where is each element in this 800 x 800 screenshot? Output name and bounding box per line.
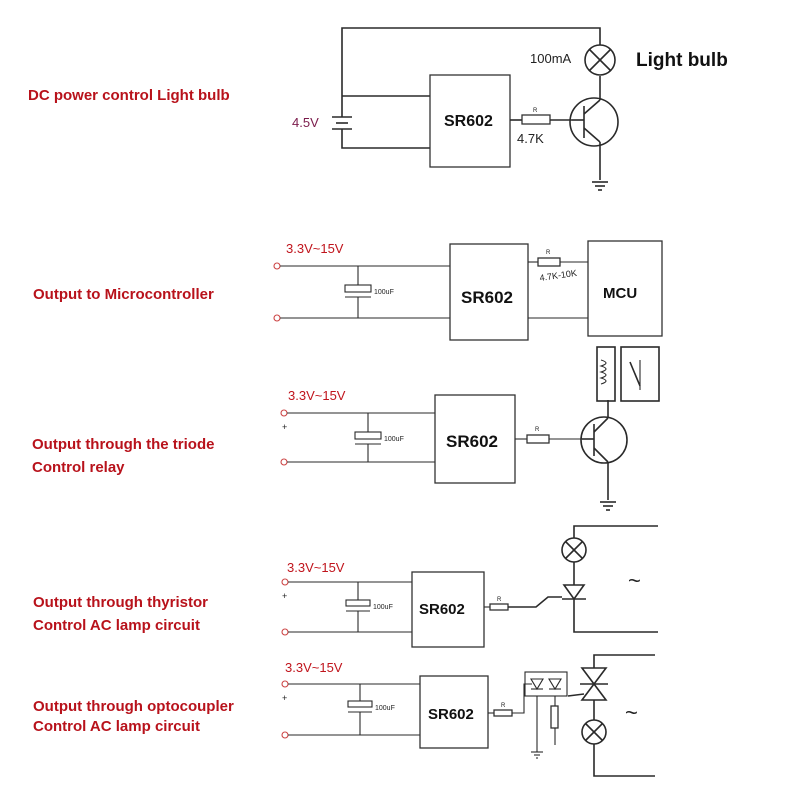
- sr602-label-3: SR602: [446, 432, 498, 451]
- sr602-chip-4: [411, 571, 485, 648]
- light-bulb-label: Light bulb: [636, 50, 728, 71]
- circuit-1: DC power control Light bulb 4.5V SR602 R…: [28, 27, 728, 191]
- ground-icon: [531, 751, 543, 759]
- caption-5b: Control AC lamp circuit: [33, 718, 200, 735]
- caption-2: Output to Microcontroller: [33, 286, 214, 303]
- sr602-label-2: SR602: [461, 288, 513, 307]
- relay-icon: [596, 346, 660, 402]
- sr602-chip-5: [419, 675, 489, 749]
- ground-icon: [592, 181, 608, 191]
- voltage-label-2: 3.3V~15V: [286, 241, 344, 256]
- wire-top-loop: [341, 27, 601, 117]
- resistor-tag-5: R: [501, 703, 506, 709]
- voltage-label-1: 4.5V: [292, 115, 319, 130]
- terminal-icon: [281, 578, 289, 586]
- voltage-label-4: 3.3V~15V: [287, 560, 345, 575]
- transistor-icon: [580, 416, 628, 464]
- caption-5a: Output through optocoupler: [33, 698, 234, 715]
- ac-symbol-5: ~: [625, 700, 638, 725]
- capacitor-icon: [345, 582, 371, 632]
- resistor-icon: [493, 709, 513, 717]
- current-label: 100mA: [530, 51, 572, 66]
- caption-4a: Output through thyristor: [33, 594, 208, 611]
- terminal-icon: [280, 409, 288, 417]
- resistor-icon: [526, 434, 550, 444]
- capacitor-icon: [344, 266, 372, 318]
- battery-icon: [332, 116, 352, 130]
- lamp-icon: [581, 719, 607, 745]
- light-bulb-icon: [584, 44, 616, 76]
- resistor-icon: [489, 603, 509, 611]
- resistor-tag-1: R: [533, 108, 538, 114]
- capacitor-label-2: 100uF: [374, 289, 394, 296]
- resistor-value-1: 4.7K: [517, 131, 544, 146]
- voltage-label-5: 3.3V~15V: [285, 660, 343, 675]
- sr602-chip-3: [434, 394, 516, 484]
- resistor-value-2: 4.7K-10K: [539, 268, 578, 283]
- mcu-box: [587, 240, 663, 337]
- ac-symbol-4: ~: [628, 568, 641, 593]
- svg-text:+: +: [282, 422, 287, 432]
- capacitor-label-3: 100uF: [384, 436, 404, 443]
- capacitor-label-5: 100uF: [375, 705, 395, 712]
- transistor-icon: [569, 97, 619, 147]
- terminal-icon: [281, 731, 289, 739]
- sr602-label-5: SR602: [428, 706, 474, 723]
- lamp-icon: [561, 537, 587, 563]
- terminal-icon: [281, 628, 289, 636]
- sr602-label-4: SR602: [419, 601, 465, 618]
- resistor-icon: [521, 114, 551, 125]
- circuit-4: 3.3V~15V Output through thyristor Contro…: [33, 525, 658, 648]
- circuit-5: 3.3V~15V Output through optocoupler Cont…: [33, 654, 655, 777]
- thyristor-icon: [562, 584, 586, 601]
- triac-icon: [567, 667, 608, 701]
- mcu-label: MCU: [603, 285, 637, 302]
- resistor-icon: [537, 257, 561, 267]
- terminal-icon: [280, 458, 288, 466]
- capacitor-icon: [347, 684, 373, 735]
- caption-3b: Control relay: [32, 459, 125, 476]
- caption-1: DC power control Light bulb: [28, 87, 230, 104]
- voltage-label-3: 3.3V~15V: [288, 388, 346, 403]
- svg-text:+: +: [282, 693, 287, 703]
- resistor-icon: [550, 705, 559, 729]
- resistor-tag-4: R: [497, 597, 502, 603]
- circuit-3: 3.3V~15V Output through the triode Contr…: [32, 346, 660, 511]
- sr602-chip-1: [429, 74, 511, 168]
- terminal-icon: [273, 262, 281, 270]
- terminal-icon: [281, 680, 289, 688]
- resistor-tag-2: R: [546, 250, 551, 256]
- caption-3a: Output through the triode: [32, 436, 214, 453]
- sr602-label-1: SR602: [444, 113, 493, 130]
- ground-icon: [600, 501, 616, 511]
- sr602-chip-2: [449, 243, 529, 341]
- resistor-tag-3: R: [535, 427, 540, 433]
- capacitor-label-4: 100uF: [373, 604, 393, 611]
- capacitor-icon: [354, 413, 382, 462]
- caption-4b: Control AC lamp circuit: [33, 617, 200, 634]
- circuit-2: 3.3V~15V Output to Microcontroller 100uF…: [33, 240, 663, 341]
- terminal-icon: [273, 314, 281, 322]
- svg-text:+: +: [282, 591, 287, 601]
- optocoupler-icon: [524, 671, 568, 697]
